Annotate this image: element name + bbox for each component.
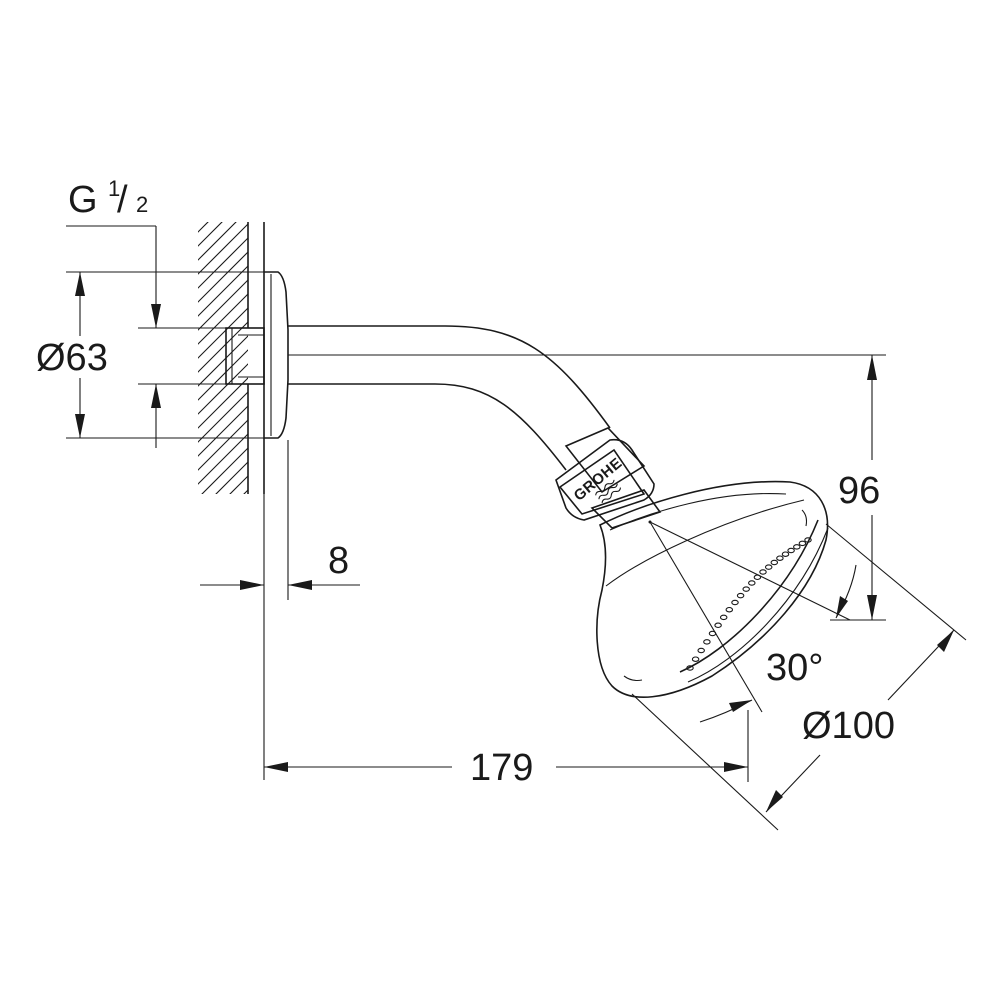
- angle-label: 30°: [766, 647, 823, 689]
- projection-label: 179: [470, 747, 533, 789]
- ball-joint: GROHE: [555, 427, 662, 529]
- thread-slash: /: [117, 179, 128, 221]
- head-diameter-dimension: Ø100: [631, 523, 967, 831]
- height-dimension: 96: [830, 355, 886, 621]
- flange: [263, 271, 289, 439]
- flange-thickness-dimension: 8: [200, 440, 360, 780]
- angle-dimension: 30°: [699, 564, 857, 723]
- head-diameter-label: Ø100: [802, 705, 895, 747]
- height-label: 96: [838, 470, 880, 512]
- thread-denominator: 2: [136, 192, 148, 217]
- thread-dimension: G 1 / 2: [66, 176, 226, 448]
- projection-dimension: 179: [264, 710, 749, 789]
- flange-diameter-dimension: Ø63: [36, 271, 264, 439]
- centre-lines: [300, 354, 886, 713]
- thread-numerator: 1: [108, 176, 120, 201]
- flange-diameter-label: Ø63: [36, 337, 108, 379]
- shower-arm: [288, 325, 611, 471]
- thread-letter: G: [68, 179, 98, 221]
- flange-thickness-label: 8: [328, 540, 349, 582]
- pipe-nipple: [225, 327, 265, 385]
- wall-section: [198, 222, 265, 494]
- shower-head: [596, 480, 829, 698]
